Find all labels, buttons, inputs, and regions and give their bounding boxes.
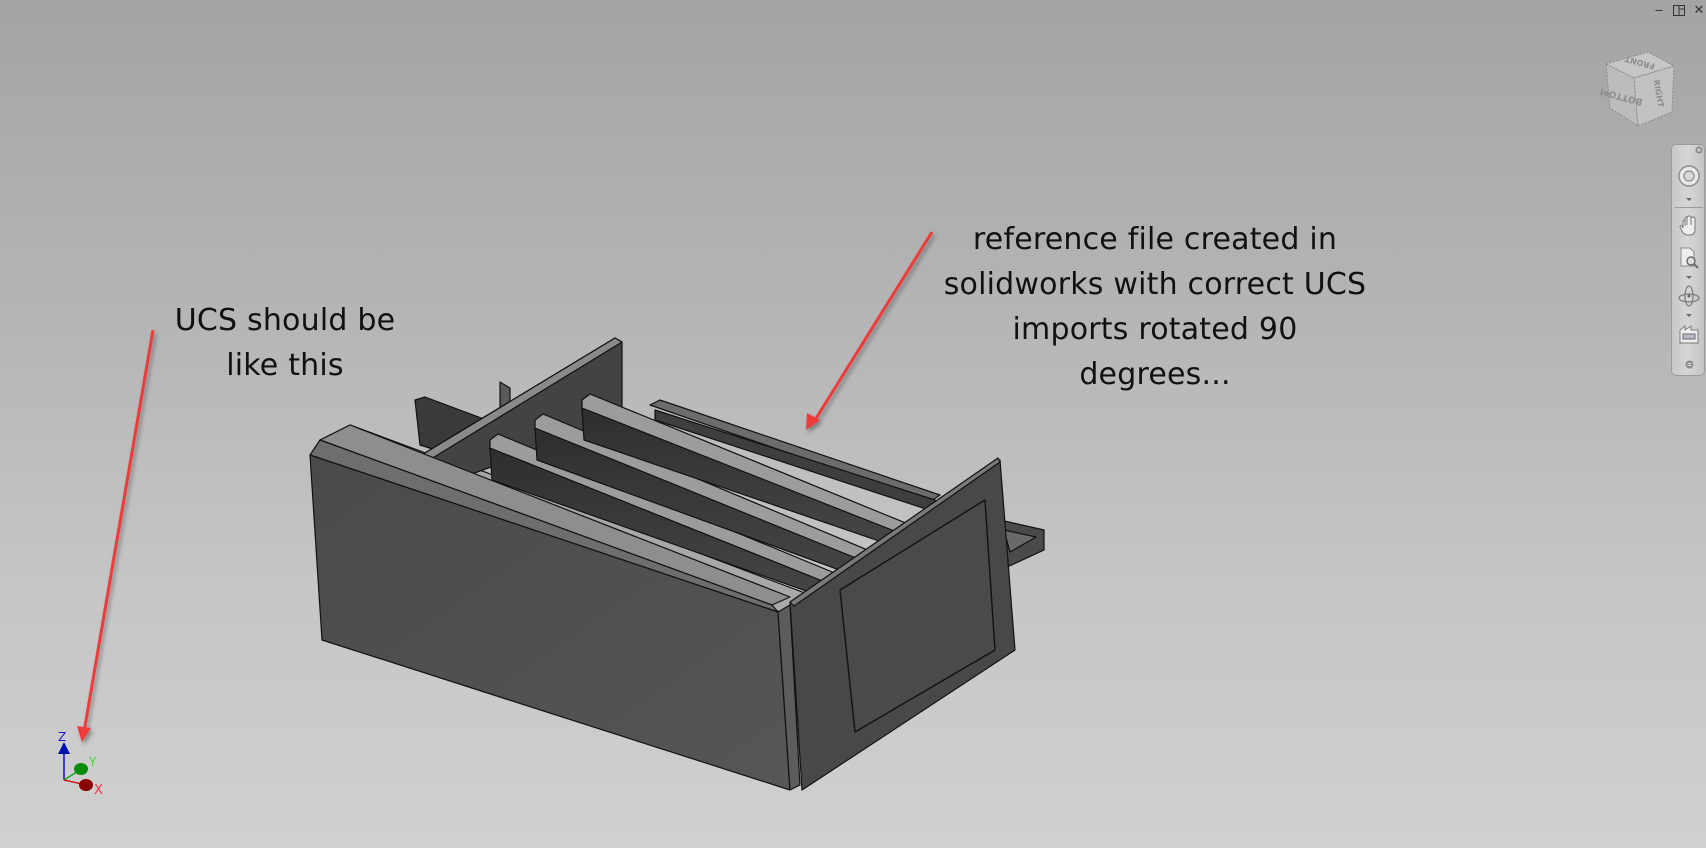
- hand-pan-icon: [1679, 215, 1696, 236]
- zoom-dropdown-icon[interactable]: [1684, 275, 1694, 281]
- y-axis-label: Y: [88, 755, 97, 769]
- annotation-line: degrees...: [1079, 357, 1231, 392]
- orbit-dropdown-icon[interactable]: [1684, 313, 1694, 319]
- steering-wheel-dropdown-icon[interactable]: [1684, 197, 1694, 203]
- orbit-button[interactable]: [1675, 283, 1703, 309]
- zoom-button[interactable]: [1675, 245, 1703, 271]
- close-icon: [1695, 146, 1703, 154]
- z-axis-arrow: [58, 742, 70, 754]
- cad-model[interactable]: [309, 337, 1045, 791]
- y-axis-arrow: [74, 763, 88, 775]
- pan-button[interactable]: [1675, 213, 1703, 239]
- zoom-page-icon: [1680, 247, 1699, 269]
- steering-wheel-button[interactable]: [1675, 163, 1703, 189]
- navbar-close-button[interactable]: [1694, 145, 1704, 155]
- minimize-button[interactable]: ‒: [1652, 2, 1666, 18]
- annotation-line: UCS should be: [174, 303, 396, 338]
- tile-restore-icon: [1673, 4, 1685, 16]
- steering-wheel-icon: [1678, 165, 1700, 187]
- viewcube-right-face[interactable]: [1633, 65, 1675, 127]
- close-icon: ✕: [1693, 2, 1705, 18]
- navbar-options-button[interactable]: [1684, 359, 1694, 369]
- navbar-divider: [1675, 207, 1703, 208]
- close-button[interactable]: ✕: [1692, 2, 1706, 18]
- annotation-line: solidworks with correct UCS: [943, 267, 1367, 302]
- annotation-line: imports rotated 90: [1012, 312, 1298, 347]
- viewcube[interactable]: FRONT BOTTOM RIGHT: [1600, 48, 1684, 132]
- annotation-line: reference file created in: [972, 222, 1338, 257]
- options-icon: [1685, 360, 1693, 368]
- look-at-button[interactable]: [1675, 321, 1703, 347]
- ucs-icon: Z Y X: [58, 730, 103, 798]
- navigation-bar: [1671, 144, 1705, 376]
- viewcube-left-face[interactable]: [1605, 63, 1639, 127]
- restore-button[interactable]: [1672, 2, 1686, 18]
- annotation-reference-note: reference file created in solidworks wit…: [930, 217, 1380, 397]
- look-at-icon: [1679, 324, 1699, 344]
- annotation-arrows: [77, 231, 934, 742]
- annotation-line: like this: [226, 348, 344, 383]
- minimize-icon: ‒: [1654, 2, 1664, 18]
- orbit-icon: [1678, 285, 1700, 307]
- annotation-ucs-note: UCS should be like this: [165, 298, 405, 388]
- x-axis-arrow: [79, 779, 93, 791]
- x-axis-label: X: [94, 783, 103, 798]
- viewcube-top-face[interactable]: [1604, 51, 1676, 79]
- z-axis-label: Z: [58, 730, 66, 744]
- window-controls: ‒ ✕: [1652, 2, 1706, 18]
